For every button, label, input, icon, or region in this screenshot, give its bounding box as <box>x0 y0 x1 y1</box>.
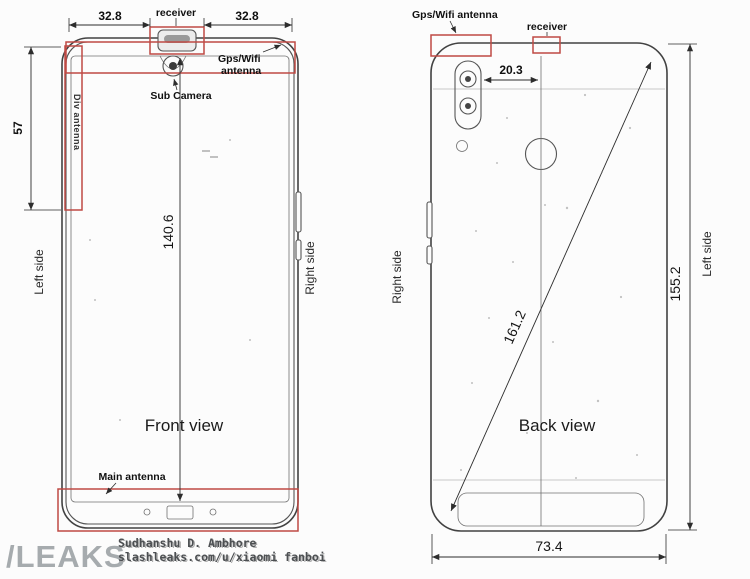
front-dim-left-height-value: 57 <box>11 121 25 135</box>
back-camera-lens-top-dot <box>465 76 471 82</box>
watermark: /LEAKS Sudhanshu D. Ambhore Sudhanshu D.… <box>6 536 327 574</box>
scan-noise <box>89 93 638 479</box>
back-gpswifi-label: Gps/Wifi antenna <box>412 9 498 21</box>
front-div-antenna-highlight <box>64 45 83 211</box>
back-annotations: Gps/Wifi antenna receiver 20.3 161.2 155… <box>390 9 714 564</box>
back-receiver-highlight <box>532 36 561 54</box>
front-gpswifi-leader <box>262 44 282 53</box>
watermark-author-shadow: Sudhanshu D. Ambhore <box>120 537 259 551</box>
back-receiver-label: receiver <box>527 21 567 33</box>
slashleaks-logo: /LEAKS <box>6 539 126 574</box>
front-right-side-label: Right side <box>303 241 317 295</box>
back-gpswifi-antenna-highlight <box>430 34 492 57</box>
back-dim-top-value: 20.3 <box>499 63 523 77</box>
back-phone-body <box>430 42 668 532</box>
back-bottom-panel <box>457 492 645 527</box>
back-view <box>426 34 668 532</box>
back-camera-lens-bottom-dot <box>465 103 471 109</box>
back-dim-diagonal-value: 161.2 <box>500 308 529 347</box>
back-dim-height-value: 155.2 <box>667 266 683 301</box>
front-usb-port <box>166 505 194 520</box>
front-sub-camera-leader <box>173 78 179 91</box>
front-left-side-label: Left side <box>32 249 46 295</box>
back-volume-button <box>426 201 433 239</box>
front-gpswifi-label-line1: Gps/Wifi <box>218 53 261 65</box>
watermark-source: slashleaks.com/u/xiaomi fanboi <box>118 550 326 564</box>
front-volume-button <box>295 191 302 233</box>
back-view-title: Back view <box>519 416 596 435</box>
front-gpswifi-label-line2: antenna <box>221 65 261 77</box>
front-power-button <box>295 239 302 261</box>
front-view <box>57 26 302 532</box>
front-receiver-grille <box>164 35 190 43</box>
front-div-antenna-label: Div antenna <box>72 94 82 151</box>
back-power-button <box>426 245 433 265</box>
back-dim-width-value: 73.4 <box>535 538 562 554</box>
front-bottom-screw-right <box>209 508 217 516</box>
back-right-side-label: Right side <box>390 250 404 304</box>
front-dim-top-left-value: 32.8 <box>98 9 122 23</box>
front-screen <box>70 55 290 503</box>
front-receiver-label: receiver <box>156 7 196 19</box>
front-main-antenna-leader <box>105 482 117 495</box>
front-main-antenna-highlight <box>57 488 299 532</box>
front-annotations: receiver 32.8 32.8 Gps/Wifi antenna Sub … <box>11 7 317 501</box>
front-bottom-screw-left <box>143 508 151 516</box>
front-receiver-highlight <box>149 26 205 55</box>
front-dim-top-right-value: 32.8 <box>235 9 259 23</box>
front-view-title: Front view <box>145 416 224 435</box>
front-dim-screen-height-value: 140.6 <box>160 214 176 249</box>
back-dim-diagonal-line <box>450 61 652 512</box>
back-flash <box>456 140 468 152</box>
watermark-source-shadow: slashleaks.com/u/xiaomi fanboi <box>120 551 328 565</box>
front-sub-camera-label: Sub Camera <box>150 90 211 102</box>
watermark-author: Sudhanshu D. Ambhore <box>118 536 257 550</box>
front-camera-lens <box>169 62 177 70</box>
back-left-side-label: Left side <box>700 231 714 277</box>
front-main-antenna-label: Main antenna <box>98 471 165 483</box>
back-gpswifi-leader <box>449 20 457 34</box>
